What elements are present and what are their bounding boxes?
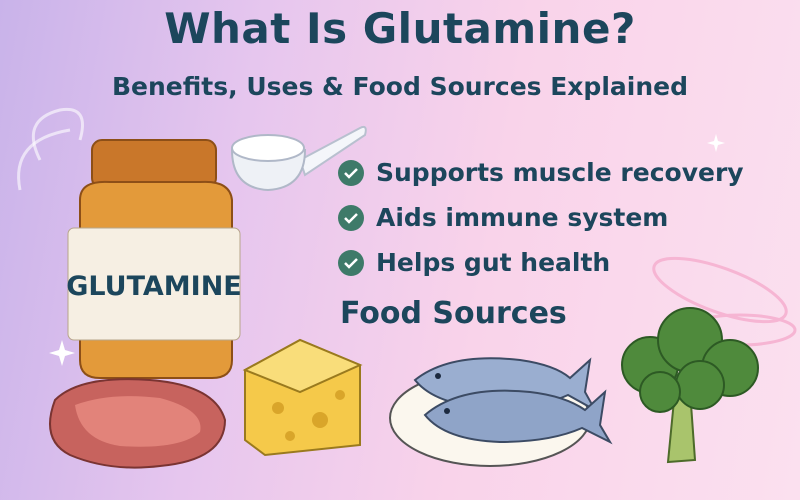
check-circle-icon (338, 249, 364, 276)
broccoli (621, 307, 759, 464)
powder-scoop (230, 125, 367, 192)
sparkle-icon (49, 134, 725, 366)
fish-plate (389, 357, 613, 467)
steak (49, 378, 227, 469)
check-circle-icon (338, 159, 364, 186)
food-sources-heading: Food Sources (340, 296, 567, 331)
jar-label: GLUTAMINE (66, 271, 242, 302)
check-circle-icon (338, 204, 364, 231)
benefits-list: Supports muscle recovery Aids immune sys… (338, 150, 744, 285)
benefit-label: Supports muscle recovery (376, 158, 744, 187)
page-title: What Is Glutamine? (164, 4, 636, 53)
page-subtitle: Benefits, Uses & Food Sources Explained (112, 72, 688, 101)
benefit-item: Helps gut health (338, 240, 744, 285)
glutamine-jar: GLUTAMINE (66, 139, 242, 379)
benefit-item: Supports muscle recovery (338, 150, 744, 195)
benefit-label: Helps gut health (376, 248, 611, 277)
benefit-item: Aids immune system (338, 195, 744, 240)
cheese (242, 338, 363, 457)
benefit-label: Aids immune system (376, 203, 669, 232)
decorative-swirl (17, 107, 84, 191)
